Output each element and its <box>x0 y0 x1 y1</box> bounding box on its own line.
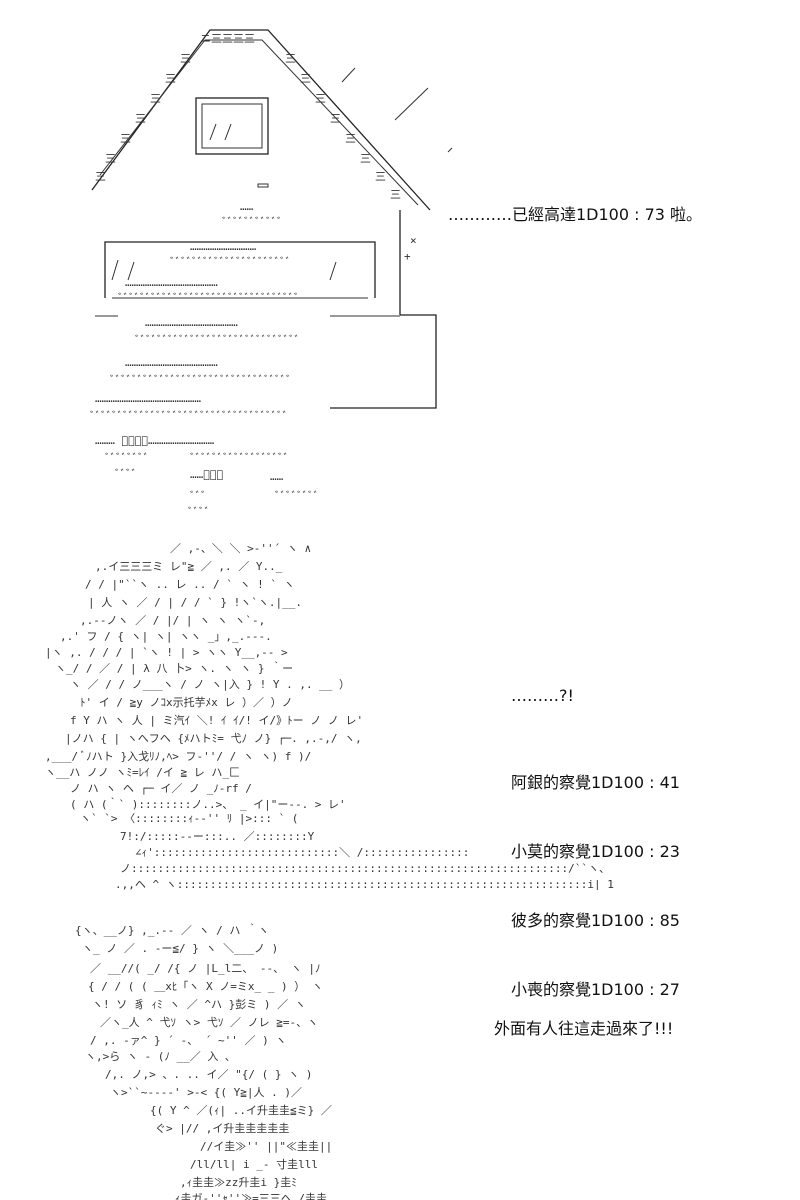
svg-text:ﾞﾞﾞﾞ: ﾞﾞﾞﾞ <box>188 506 210 519</box>
svg-text:……… ﾞﾞﾞﾞ…………………………: ……… ﾞﾞﾞﾞ………………………… <box>95 434 215 447</box>
svg-text:/ / |"``ヽ .. レ .. / ` ヽ !: / / |"``ヽ .. レ .. / ` ヽ ! ` ヽ <box>85 578 295 591</box>
svg-text:+: + <box>404 250 411 263</box>
svg-text:ﾞﾞﾞﾞﾞﾞﾞﾞ: ﾞﾞﾞﾞﾞﾞﾞﾞ <box>105 452 149 465</box>
svg-text:( ハ (｀` )::::::::ノ..>、 _: ( ハ (｀` )::::::::ノ..>、 _ イ|"ー--. > レ' <box>70 796 346 811</box>
svg-text:,___/ ﾞﾉハト }入戈ﾘﾉ,ﾍ> フ‐': ,___/ ﾞﾉハト }入戈ﾘﾉ,ﾍ> フ‐''/ / ヽ ヽ) f )/ <box>45 750 311 763</box>
svg-text:|ヽ ,. / / / | `ヽ !: |ヽ ,. / / / | `ヽ ! | > ヽヽ Y__,-‐ > <box>45 646 288 659</box>
svg-text:×: × <box>410 234 417 247</box>
svg-text:……: …… <box>240 200 254 213</box>
svg-text:三: 三 <box>150 92 161 105</box>
svg-text:…………………………: ………………………… <box>190 240 257 253</box>
crowd-caption-line: ………?! <box>511 686 574 705</box>
svg-text:∠ｨ':::::::::::::::::::::::::::: ∠ｨ'::::::::::::::::::::::::::::＼ /::::::… <box>135 846 469 859</box>
svg-text:ﾄ' イ / ≧y ノｺx示托芋ﾒx: ﾄ' イ / ≧y ノｺx示托芋ﾒx レ ）／ ）ノ <box>80 695 293 709</box>
svg-text:,.-‐ノヽ ／ / |/ | ヽ: ,.-‐ノヽ ／ / |/ | ヽ ヽ ヽ`-, <box>80 614 265 627</box>
svg-text:.,,ヘ ^ ヽ::::::::::::::::::::::: .,,ヘ ^ ヽ::::::::::::::::::::::::::::::::… <box>115 878 614 890</box>
svg-text:ｨ圭ガ‐''ｬ''≫=三三ヘ /圭圭: ｨ圭ガ‐''ｬ''≫=三三ヘ /圭圭 <box>175 1192 327 1200</box>
svg-text:……………………………………: …………………………………… <box>125 356 218 369</box>
svg-text:ヽ_/ / ／ / | λ 八 卜: ヽ_/ / ／ / | λ 八 卜> ヽ. ヽ ヽ } ｀ー <box>55 660 293 675</box>
svg-text:ヽ` `> 〈::::::::ｨ-‐'' ﾘ |: ヽ` `> 〈::::::::ｨ-‐'' ﾘ |>::: ` ( <box>80 812 298 825</box>
svg-text:三: 三 <box>165 72 176 85</box>
svg-text:ぐ> |// ,イ升圭圭圭圭圭: ぐ> |// ,イ升圭圭圭圭圭 <box>155 1122 289 1135</box>
svg-text:……: …… <box>270 470 284 483</box>
svg-text:三: 三 <box>180 52 191 65</box>
svg-text:f Y ハ ヽ 人 | ミ汽ｲ ＼! ｲ ｲ/!: f Y ハ ヽ 人 | ミ汽ｲ ＼! ｲ ｲ/! イ/》ﾄー ノ ノ レ' <box>70 713 363 727</box>
roll-result-pido: 彼多的察覺1D100 : 85 <box>511 911 680 930</box>
closeup-ascii-art: {ヽ、__ノ} ,_.-‐ ／ ヽ / ハ ｀ヽ ヽ_ ノ ／ . ‐ー≦/ }… <box>75 922 332 1200</box>
svg-text:ヽ,>ら ヽ - (ﾉ _: ヽ,>ら ヽ - (ﾉ __／ 入 ､ <box>85 1050 230 1063</box>
svg-text:{ / / ( ( ＿xﾋ「ヽ X ノ=ミx_ _: { / / ( ( ＿xﾋ「ヽ X ノ=ミx_ _ ) ） ヽ <box>88 980 323 993</box>
svg-text:,.' フ / { ヽ| ヽ|: ,.' フ / { ヽ| ヽ| ヽヽ _」,_.-‐-. <box>60 630 272 643</box>
svg-text:ヽ__ハ ノノ ヽﾐ=ﾚｲ: ヽ__ハ ノノ ヽﾐ=ﾚｲ /イ ≧ レ ハ_匚 <box>45 766 240 779</box>
panel-house-scene: ニ三三三三 三三 三三 三三 三三 三三 三三 三三 三 × + …… ﾞﾞﾞﾞ… <box>0 0 800 530</box>
svg-text:ﾞﾞﾞﾞﾞﾞﾞﾞﾞﾞﾞ: ﾞﾞﾞﾞﾞﾞﾞﾞﾞﾞﾞ <box>222 216 283 229</box>
svg-text:三: 三 <box>105 152 116 165</box>
roll-result-mo: 小莫的察覺1D100 : 23 <box>511 842 680 861</box>
svg-text:ﾞﾞﾞﾞﾞﾞﾞﾞﾞﾞﾞﾞﾞﾞﾞﾞﾞﾞﾞﾞﾞﾞﾞﾞﾞﾞﾞﾞﾞﾞ: ﾞﾞﾞﾞﾞﾞﾞﾞﾞﾞﾞﾞﾞﾞﾞﾞﾞﾞﾞﾞﾞﾞﾞﾞﾞﾞﾞﾞﾞﾞﾞﾞﾞﾞﾞﾞ <box>90 410 288 423</box>
svg-text:/,. ノ,> 、. .. イ: /,. ノ,> 、. .. イ／ "{/ ( } ヽ ) <box>105 1068 312 1081</box>
svg-text:/ ,. -ァ^ } ´ ‐、 ´ ~'': / ,. -ァ^ } ´ ‐、 ´ ~'' ／ ) ヽ <box>90 1034 286 1047</box>
svg-text:| 人 ヽ ／ / | / / ` }: | 人 ヽ ／ / | / / ` } !ヽ`ヽ.|__. <box>88 596 302 609</box>
svg-text://イ圭≫'' ||"≪圭圭||: //イ圭≫'' ||"≪圭圭|| <box>200 1140 332 1153</box>
svg-text:ﾞﾞﾞﾞﾞﾞﾞﾞﾞﾞﾞﾞﾞﾞﾞﾞﾞﾞﾞﾞﾞﾞﾞﾞﾞﾞﾞﾞﾞﾞ: ﾞﾞﾞﾞﾞﾞﾞﾞﾞﾞﾞﾞﾞﾞﾞﾞﾞﾞﾞﾞﾞﾞﾞﾞﾞﾞﾞﾞﾞﾞﾞﾞﾞ <box>110 374 292 387</box>
crowd-caption: ………?! 阿銀的察覺1D100 : 41 小莫的察覺1D100 : 23 彼多… <box>511 638 680 1047</box>
svg-text:三: 三 <box>345 132 356 145</box>
svg-text:,ｨ圭圭≫zz升圭i }圭ﾐ: ,ｨ圭圭≫zz升圭i }圭ﾐ <box>180 1176 297 1189</box>
svg-text:ニ三三三三: ニ三三三三 <box>200 32 255 45</box>
svg-text:ノ:::::::::::::::::::::::::::::: ノ:::::::::::::::::::::::::::::::::::::::… <box>120 862 610 875</box>
svg-text:三: 三 <box>315 92 326 105</box>
roll-result-sang: 小喪的察覺1D100 : 27 <box>511 980 680 999</box>
crowd-ascii-art: ／ ,-、＼ ＼ >‐''´ ヽ ∧ ,.イ三三三ミ レ"≧ ／ ,. ／ Y.… <box>45 542 614 890</box>
svg-text:ﾞﾞﾞﾞﾞﾞﾞﾞﾞﾞﾞﾞﾞﾞﾞﾞﾞﾞﾞﾞﾞﾞﾞﾞﾞﾞﾞﾞﾞﾞ: ﾞﾞﾞﾞﾞﾞﾞﾞﾞﾞﾞﾞﾞﾞﾞﾞﾞﾞﾞﾞﾞﾞﾞﾞﾞﾞﾞﾞﾞﾞ <box>135 334 300 347</box>
svg-text:三: 三 <box>375 170 386 183</box>
svg-text:／ __//( _/ /{ ノ |L_l二、 ‐‐、: ／ __//( _/ /{ ノ |L_l二、 ‐‐、 ヽ |ﾉ <box>90 962 320 975</box>
svg-text:ﾞﾞﾞﾞﾞﾞﾞﾞﾞﾞﾞﾞﾞﾞﾞﾞﾞﾞ: ﾞﾞﾞﾞﾞﾞﾞﾞﾞﾞﾞﾞﾞﾞﾞﾞﾞﾞ <box>190 452 289 465</box>
svg-text:……ﾞﾞﾞ: ……ﾞﾞﾞ <box>190 468 223 481</box>
panel-character-crowd: ／ ,-、＼ ＼ >‐''´ ヽ ∧ ,.イ三三三ミ レ"≧ ／ ,. ／ Y.… <box>0 530 800 999</box>
panel-character-close: {ヽ、__ノ} ,_.-‐ ／ ヽ / ハ ｀ヽ ヽ_ ノ ／ . ‐ー≦/ }… <box>0 890 800 1200</box>
house-ascii-art: ニ三三三三 三三 三三 三三 三三 三三 三三 三三 三 × + …… ﾞﾞﾞﾞ… <box>90 29 453 519</box>
svg-text:三: 三 <box>285 52 296 65</box>
svg-text:／ ,-、＼ ＼ >‐''´ ヽ ∧: ／ ,-、＼ ＼ >‐''´ ヽ ∧ <box>170 542 311 555</box>
svg-text:,.イ三三三ミ レ"≧ ／ ,. ／ Y.._: ,.イ三三三ミ レ"≧ ／ ,. ／ Y.._ <box>95 560 283 573</box>
svg-text:三: 三 <box>95 170 106 183</box>
svg-text:三: 三 <box>360 152 371 165</box>
svg-text:{ヽ、__ノ} ,_.-‐ ／ ヽ /: {ヽ、__ノ} ,_.-‐ ／ ヽ / ハ ｀ヽ <box>75 922 269 937</box>
svg-text:……………………………………: …………………………………… <box>145 316 238 329</box>
svg-text:／ヽ_人 ^ 弋ｿ ヽ> 弋ｿ ／ ノレ: ／ヽ_人 ^ 弋ｿ ヽ> 弋ｿ ／ ノレ ≧=‐、ヽ <box>100 1016 318 1029</box>
svg-text:三: 三 <box>120 132 131 145</box>
svg-text:…………………………………………: ………………………………………… <box>95 392 201 405</box>
svg-text:三: 三 <box>330 112 341 125</box>
svg-text:三: 三 <box>390 188 401 201</box>
svg-text:ﾞﾞﾞﾞ: ﾞﾞﾞﾞ <box>115 468 137 481</box>
svg-text:……………………………………: …………………………………… <box>125 276 218 289</box>
svg-text:ﾞﾞﾞ: ﾞﾞﾞ <box>190 490 207 503</box>
svg-text:ヽ! ソ 豸 ｨﾐ ヽ ／ ^ハ }彭ミ ) ／: ヽ! ソ 豸 ｨﾐ ヽ ／ ^ハ }彭ミ ) ／ ヽ <box>92 997 306 1011</box>
svg-text:ヽ ／ / / ノ___ヽ / ノ ヽ|入: ヽ ／ / / ノ___ヽ / ノ ヽ|入 } ! Y . ,. __ ） <box>70 678 350 691</box>
house-caption: …………已經高達1D100 : 73 啦。 <box>448 205 703 224</box>
svg-text:|ノハ { | ヽへフヘ {ﾒハトﾐ= 弋ﾉ ノ}: |ノハ { | ヽへフヘ {ﾒハトﾐ= 弋ﾉ ノ} ┌─. ,.-,/ ヽ, <box>65 732 362 745</box>
svg-text:三: 三 <box>135 112 146 125</box>
svg-text:ヽ>``~-‐‐‐' >‐< {(: ヽ>``~-‐‐‐' >‐< {( Y≧|人 . )／ <box>110 1086 302 1099</box>
svg-text:ﾞﾞﾞﾞﾞﾞﾞﾞ: ﾞﾞﾞﾞﾞﾞﾞﾞ <box>275 490 319 503</box>
svg-text:三: 三 <box>300 72 311 85</box>
svg-text:ﾞﾞﾞﾞﾞﾞﾞﾞﾞﾞﾞﾞﾞﾞﾞﾞﾞﾞﾞﾞﾞﾞ: ﾞﾞﾞﾞﾞﾞﾞﾞﾞﾞﾞﾞﾞﾞﾞﾞﾞﾞﾞﾞﾞﾞ <box>170 256 291 269</box>
svg-text:{( Y ^ ／(ｨ| ..イ升圭圭≦ミ}: {( Y ^ ／(ｨ| ..イ升圭圭≦ミ} ／ <box>150 1104 332 1117</box>
svg-text:ノ ハ ヽ ヘ ┌─ イ／ ノ: ノ ハ ヽ ヘ ┌─ イ／ ノ _ﾉ‐rf / <box>70 782 252 795</box>
closeup-caption: 外面有人往這走過來了!!! <box>494 1019 674 1038</box>
svg-text:7!:/:::::--ー:::.. ／:::::::: 7!:/:::::--ー:::.. ／::::::::Y <box>120 830 315 843</box>
svg-text:/ll/ll| i _- 寸圭lll: /ll/ll| i _- 寸圭lll <box>190 1157 318 1171</box>
svg-text:ヽ_ ノ ／ . ‐ー≦/ } ヽ ＼___ノ: ヽ_ ノ ／ . ‐ー≦/ } ヽ ＼___ノ ) <box>82 942 278 955</box>
roll-result-gin: 阿銀的察覺1D100 : 41 <box>511 773 680 792</box>
